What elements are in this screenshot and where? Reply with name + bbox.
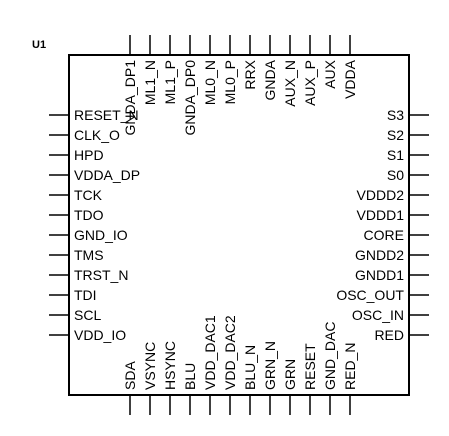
pin-label-osc-in: OSC_IN [352,307,404,323]
pin-label-gnd-dac: GND_DAC [322,322,338,390]
pin-label-gnd-io: GND_IO [74,227,128,243]
pin-label-rrx: RRX [242,59,258,89]
pin-label-vddd1: VDDD1 [357,207,405,223]
pin-label-s1: S1 [387,147,404,163]
pin-label-osc-out: OSC_OUT [336,287,404,303]
pin-label-vdd-dac2: VDD_DAC2 [222,315,238,390]
pin-label-reset: RESET [302,343,318,390]
pin-label-grn: GRN [282,359,298,390]
pin-label-ml1-p: ML1_P [162,60,178,104]
pin-label-gndd1: GNDD1 [355,267,404,283]
pin-label-gnda-dp1: GNDA_DP1 [122,60,138,136]
pin-label-vdda-dp: VDDA_DP [74,167,140,183]
pin-label-vddd2: VDDD2 [357,187,405,203]
pin-label-red: RED [374,327,404,343]
pin-label-aux-n: AUX_N [282,60,298,107]
pin-label-ml0-n: ML0_N [202,60,218,105]
pin-label-vdd-dac1: VDD_DAC1 [202,315,218,390]
pin-label-hsync: HSYNC [162,341,178,390]
pin-label-reset-n: RESET_N [74,107,139,123]
pin-label-gndd2: GNDD2 [355,247,404,263]
pin-label-vdd-io: VDD_IO [74,327,126,343]
pin-label-core: CORE [364,227,404,243]
reference-designator: U1 [32,39,46,51]
ic-body [68,54,410,396]
pin-label-gnda: GNDA [262,59,278,100]
pin-group: RESET_N CLK_O HPD VDDA_DP TCK TDO GND_IO TMS TRS… [49,35,429,415]
pin-label-blu: BLU [182,363,198,390]
pin-label-aux: AUX [322,59,338,88]
pin-label-s0: S0 [387,167,404,183]
pin-label-scl: SCL [74,307,101,323]
pin-label-tdi: TDI [74,287,97,303]
pin-label-tms: TMS [74,247,104,263]
pin-label-vdda: VDDA [342,59,358,99]
pin-label-sda: SDA [122,361,138,390]
pin-label-tdo: TDO [74,207,104,223]
pin-label-ml0-p: ML0_P [222,60,238,104]
pin-label-red-n: RED_N [342,343,358,390]
pin-label-gnda-dp0: GNDA_DP0 [182,60,198,136]
pin-label-s2: S2 [387,127,404,143]
pin-label-aux-p: AUX_P [302,60,318,106]
pin-label-clk-o: CLK_O [74,127,120,143]
pin-label-vsync: VSYNC [142,342,158,390]
pin-label-trst-n: TRST_N [74,267,128,283]
pin-label-blu-n: BLU_N [242,345,258,390]
pin-label-ml1-n: ML1_N [142,60,158,105]
pin-label-hpd: HPD [74,147,104,163]
pin-label-grn-n: GRN_N [262,341,278,390]
pin-label-tck: TCK [74,187,103,203]
pin-label-s3: S3 [387,107,404,123]
